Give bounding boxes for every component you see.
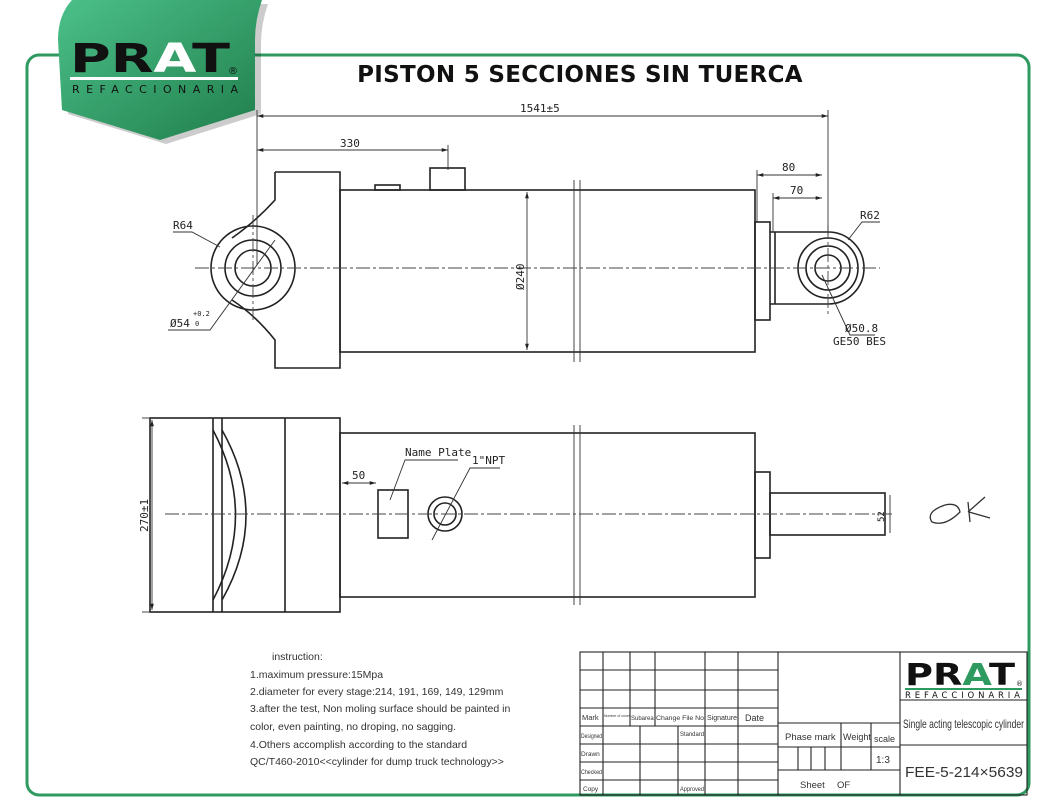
- instructions-heading: instruction:: [272, 651, 323, 663]
- ok-handwriting: [929, 496, 991, 524]
- header-signature: Signature: [707, 713, 737, 722]
- label-phase-mark: Phase mark: [785, 732, 836, 743]
- instruction-line: 2.diameter for every stage:214, 191, 169…: [250, 686, 504, 698]
- label-port: 1"NPT: [472, 454, 505, 467]
- dim-body-dia: Ø240: [514, 264, 527, 291]
- header-subarea: Subarea: [631, 716, 654, 722]
- label-scale: scale: [874, 734, 895, 744]
- header-change-file: Change File No: [656, 715, 704, 722]
- instructions: instruction: 1.maximum pressure:15Mpa 2.…: [250, 651, 510, 768]
- instruction-line: 3.after the test, Non moling surface sho…: [250, 703, 510, 715]
- dim-pin-bore: Ø54: [170, 317, 190, 330]
- svg-text:REFACCIONARIA: REFACCIONARIA: [905, 691, 1020, 701]
- annotation-ok: OK: [950, 514, 952, 516]
- dim-bearing: GE50 BES: [833, 335, 886, 348]
- svg-text:REFACCIONARIA: REFACCIONARIA: [72, 83, 238, 96]
- label-approved: Approved: [680, 787, 704, 793]
- label-standard: Standard: [680, 732, 704, 738]
- dim-pin-tol-lower: 0: [195, 320, 199, 328]
- scale-value: 1:3: [876, 755, 890, 766]
- dim-80: 80: [782, 161, 795, 174]
- header-date: Date: [745, 713, 764, 723]
- dim-eye-bore: Ø50.8: [845, 322, 878, 335]
- instruction-line: QC/T460-2010<<cylinder for dump truck te…: [250, 756, 504, 768]
- dim-70: 70: [790, 184, 803, 197]
- title-block: [579, 651, 1028, 796]
- page-title: PISTON 5 SECCIONES SIN TUERCA: [357, 62, 803, 88]
- green-frame: [25, 53, 1031, 797]
- row-checked: Checked: [581, 770, 602, 776]
- part-number: FEE-5-214×5639: [905, 764, 1023, 781]
- dim-r64: R64: [173, 219, 193, 232]
- instruction-line: color, even painting, no droping, no sag…: [250, 721, 456, 733]
- dim-overall-length: 1541±5: [520, 102, 560, 115]
- svg-text:®: ®: [1016, 680, 1023, 688]
- label-of: OF: [837, 780, 850, 791]
- label-weight: Weight: [843, 732, 871, 742]
- header-zones: Number of zones: [604, 714, 631, 718]
- drawing-description: Single acting telescopic cylinder: [903, 717, 1024, 731]
- dim-width: 270±1: [138, 499, 151, 532]
- dim-pin-tol-upper: +0.2: [193, 310, 210, 318]
- dim-plate-offset: 50: [352, 469, 365, 482]
- side-view: [142, 417, 991, 613]
- row-copy: Copy: [583, 786, 599, 793]
- label-sheet: Sheet: [800, 780, 825, 791]
- instruction-line: 1.maximum pressure:15Mpa: [250, 669, 383, 681]
- top-view: [168, 110, 880, 369]
- dim-r62: R62: [860, 209, 880, 222]
- row-designed: Designed: [581, 734, 602, 740]
- instruction-line: 4.Others accomplish according to the sta…: [250, 739, 467, 751]
- row-drawn: Drawn: [581, 751, 600, 758]
- svg-text:®: ®: [228, 66, 238, 77]
- label-name-plate: Name Plate: [405, 446, 471, 459]
- header-mark: Mark: [582, 713, 599, 722]
- dim-clevis-offset: 330: [340, 137, 360, 150]
- dim-shaft: 52: [877, 511, 887, 522]
